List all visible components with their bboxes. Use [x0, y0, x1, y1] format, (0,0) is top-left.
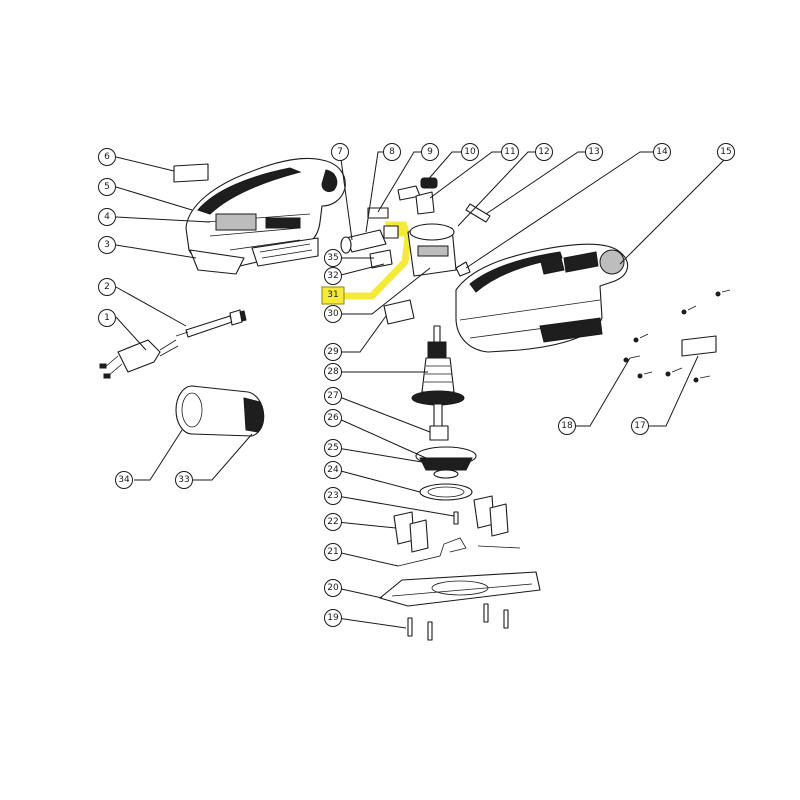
callout-label: 8 [389, 147, 395, 157]
callout-label: 23 [327, 491, 338, 501]
spring-21 [397, 537, 521, 567]
switch-and-stator-group [340, 177, 491, 325]
callout-label: 33 [178, 475, 189, 485]
callout-label: 32 [327, 271, 338, 281]
ring-24 [419, 483, 473, 501]
callout-label: 7 [337, 147, 343, 157]
label-plate-6 [173, 163, 209, 183]
callout-32: 32 [324, 267, 342, 285]
callout-26: 26 [324, 409, 342, 427]
callout-27: 27 [324, 387, 342, 405]
callout-22: 22 [324, 513, 342, 531]
callout-label: 5 [104, 182, 110, 192]
callout-label: 20 [327, 583, 339, 593]
callout-24: 24 [324, 461, 342, 479]
callout-18: 18 [558, 417, 576, 435]
callout-label: 2 [104, 282, 110, 292]
callout-31: 31 [327, 290, 338, 300]
fan-25 [415, 446, 477, 479]
callout-label: 28 [327, 367, 339, 377]
power-plug-1 [99, 339, 179, 379]
callout-30: 30 [324, 305, 342, 323]
dust-canister-33-34 [175, 385, 265, 437]
callout-28: 28 [324, 363, 342, 381]
callout-label: 22 [327, 517, 338, 527]
callout-label: 9 [427, 147, 433, 157]
callout-23: 23 [324, 487, 342, 505]
callout-label: 1 [104, 313, 110, 323]
callout-20: 20 [324, 579, 342, 597]
callout-25: 25 [324, 439, 342, 457]
callout-label: 14 [656, 147, 668, 157]
callout-3: 3 [98, 236, 116, 254]
callout-17: 17 [631, 417, 649, 435]
screw-23 [453, 511, 459, 525]
callout-label: 25 [327, 443, 338, 453]
callout-2: 2 [98, 278, 116, 296]
callout-11: 11 [501, 143, 519, 161]
callout-label: 10 [464, 147, 476, 157]
callout-label: 12 [538, 147, 549, 157]
callout-label: 18 [561, 421, 573, 431]
callout-33: 33 [175, 471, 193, 489]
callout-12: 12 [535, 143, 553, 161]
callout-10: 10 [461, 143, 479, 161]
callout-9: 9 [421, 143, 439, 161]
callout-29: 29 [324, 343, 342, 361]
callout-label: 17 [634, 421, 645, 431]
rubber-feet-22 [393, 495, 509, 553]
callout-35: 35 [324, 249, 342, 267]
callout-label: 13 [588, 147, 599, 157]
callout-label: 29 [327, 347, 339, 357]
label-plate-17 [681, 335, 717, 357]
callout-label: 35 [327, 253, 338, 263]
callout-label: 3 [104, 240, 110, 250]
callout-label: 27 [327, 391, 338, 401]
callout-label: 24 [327, 465, 339, 475]
callout-21: 21 [324, 543, 342, 561]
callout-34: 34 [115, 471, 133, 489]
callout-7: 7 [331, 143, 349, 161]
base-plate-20 [379, 571, 541, 607]
callout-13: 13 [585, 143, 603, 161]
callout-15: 15 [717, 143, 735, 161]
callout-label: 19 [327, 613, 339, 623]
callout-5: 5 [98, 178, 116, 196]
housing-left-half [185, 157, 346, 275]
callout-label: 21 [327, 547, 338, 557]
callout-label: 30 [327, 309, 339, 319]
callout-label: 34 [118, 475, 130, 485]
armature-28 [411, 325, 465, 441]
callout-4: 4 [98, 208, 116, 226]
callout-label: 11 [504, 147, 515, 157]
screws-18 [623, 289, 731, 383]
callout-label: 15 [720, 147, 731, 157]
screws-19 [407, 603, 509, 641]
callout-14: 14 [653, 143, 671, 161]
callout-label: 26 [327, 413, 339, 423]
callout-8: 8 [383, 143, 401, 161]
callout-label: 31 [327, 290, 338, 300]
callout-6: 6 [98, 148, 116, 166]
housing-right-half [455, 243, 629, 353]
callout-19: 19 [324, 609, 342, 627]
callout-label: 4 [104, 212, 110, 222]
callout-label: 6 [104, 152, 110, 162]
power-cable-2 [175, 309, 247, 338]
callout-1: 1 [98, 309, 116, 327]
